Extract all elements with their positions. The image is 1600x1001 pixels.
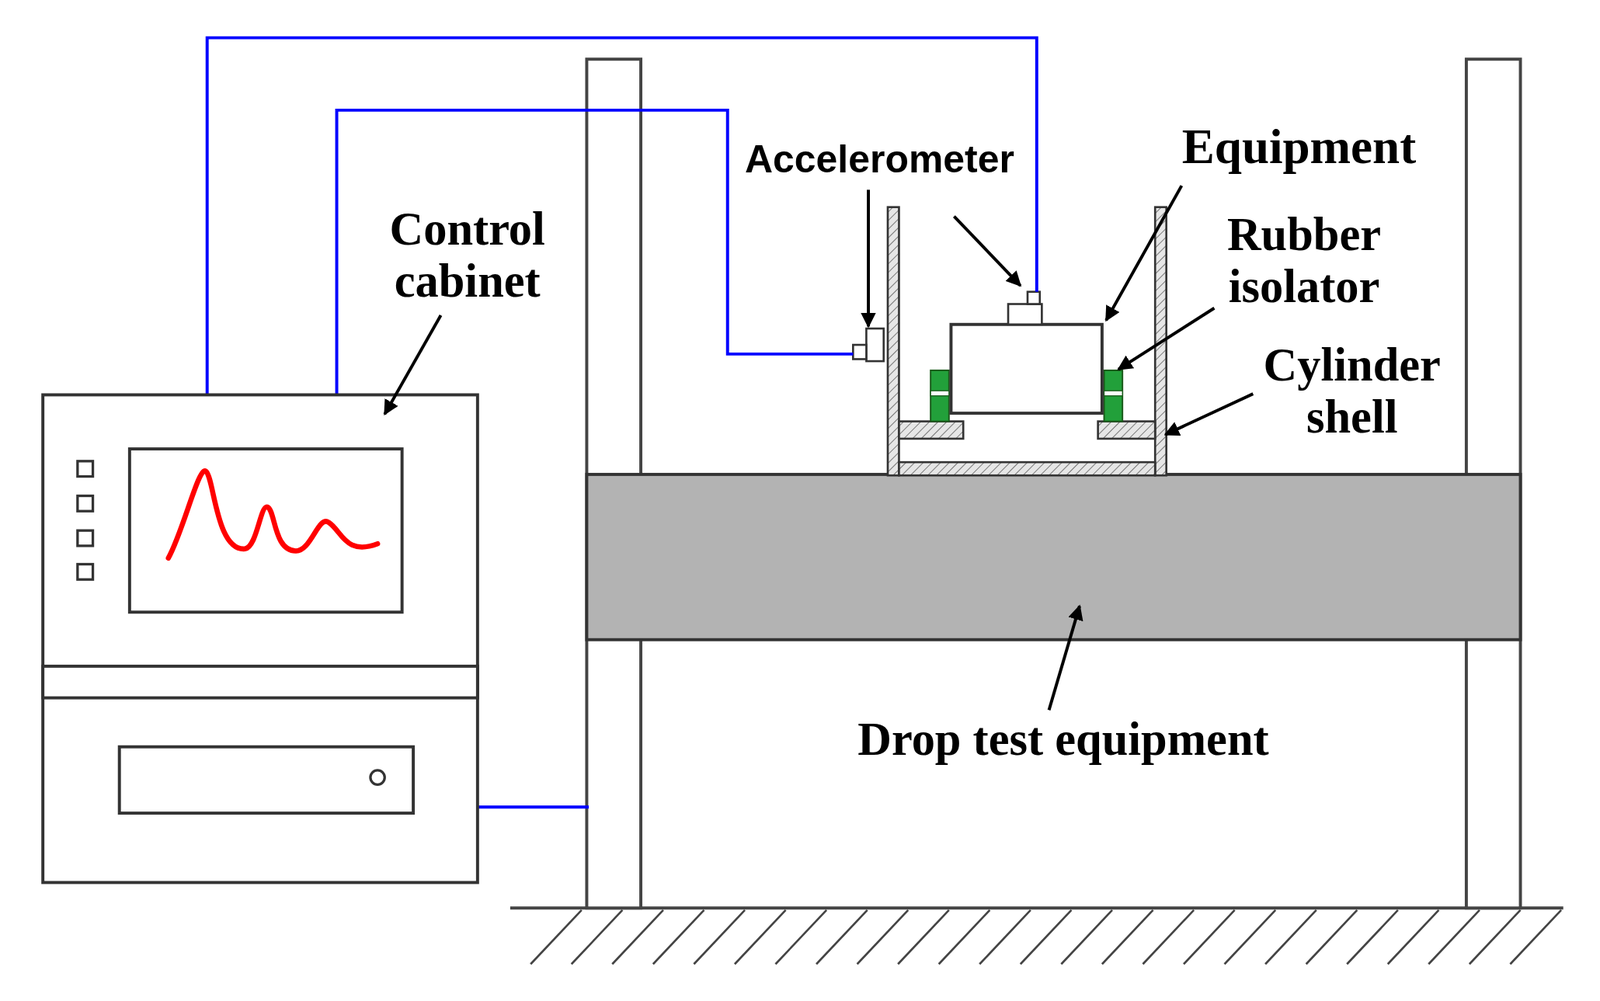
hatch-stroke xyxy=(1060,910,1113,965)
hatch-stroke xyxy=(816,910,868,965)
hatch-stroke xyxy=(1509,910,1562,965)
leader-arrow xyxy=(1049,605,1080,710)
signal-curve xyxy=(168,470,378,558)
rubber-isolator xyxy=(930,370,950,422)
control-wire xyxy=(477,805,589,809)
hatch-stroke xyxy=(1102,910,1154,965)
ground-hatch xyxy=(530,910,1562,965)
hatch-stroke xyxy=(775,910,827,965)
hatch-stroke xyxy=(979,910,1031,965)
drawer-knob xyxy=(370,770,385,785)
accelerometer xyxy=(1008,304,1042,325)
callout-label: Rubber isolator xyxy=(1181,208,1427,313)
accelerometer-connector xyxy=(1027,292,1040,305)
hatch-stroke xyxy=(1142,910,1194,965)
ground-line xyxy=(510,906,1564,910)
isolator-gap xyxy=(930,390,950,397)
hatch-stroke xyxy=(857,910,909,965)
button xyxy=(77,530,94,547)
callout-label: Equipment xyxy=(1182,120,1416,174)
hatch-stroke xyxy=(897,910,950,965)
button xyxy=(77,564,94,581)
leader-arrow xyxy=(384,315,441,414)
leader-arrow xyxy=(1118,308,1214,370)
drop-table xyxy=(586,474,1520,640)
control-cabinet xyxy=(42,394,478,883)
hatch-stroke xyxy=(1346,910,1399,965)
hatch-stroke xyxy=(1265,910,1317,965)
cabinet-band xyxy=(42,666,478,699)
hatch-stroke xyxy=(1183,910,1235,965)
isolator-gap xyxy=(1104,390,1124,397)
hatch-stroke xyxy=(653,910,705,965)
hatch-stroke xyxy=(530,910,582,965)
hatch-stroke xyxy=(1469,910,1521,965)
hatch-stroke xyxy=(939,910,991,965)
accelerometer xyxy=(866,328,884,362)
leader-arrow xyxy=(866,189,870,327)
callout-label: Control cabinet xyxy=(344,204,590,308)
callout-label: Drop test equipment xyxy=(857,714,1269,766)
leader-arrow xyxy=(953,216,1020,286)
signal-wire xyxy=(207,38,1037,396)
leader-arrow xyxy=(1106,185,1182,320)
hatch-stroke xyxy=(571,910,623,965)
screen xyxy=(129,448,403,613)
leader-arrow xyxy=(1165,393,1253,435)
hatch-stroke xyxy=(1387,910,1440,965)
mount-shelf xyxy=(1098,421,1156,439)
hatch-stroke xyxy=(1306,910,1358,965)
hatch-stroke xyxy=(1020,910,1072,965)
hatch-stroke xyxy=(1428,910,1480,965)
mount-shelf xyxy=(898,421,964,439)
shell-wall xyxy=(887,207,899,477)
hatch-stroke xyxy=(1224,910,1277,965)
shell-bottom xyxy=(898,462,1155,476)
hatch-stroke xyxy=(734,910,787,965)
callout-label: Accelerometer xyxy=(744,139,1015,182)
hatch-stroke xyxy=(693,910,745,965)
accelerometer-connector xyxy=(852,344,867,359)
hatch-stroke xyxy=(612,910,664,965)
rubber-isolator xyxy=(1104,370,1124,422)
drawer xyxy=(119,747,414,814)
button xyxy=(77,461,94,477)
button xyxy=(77,495,94,512)
callout-label: Cylinder shell xyxy=(1229,339,1475,443)
equipment-box xyxy=(950,324,1102,414)
